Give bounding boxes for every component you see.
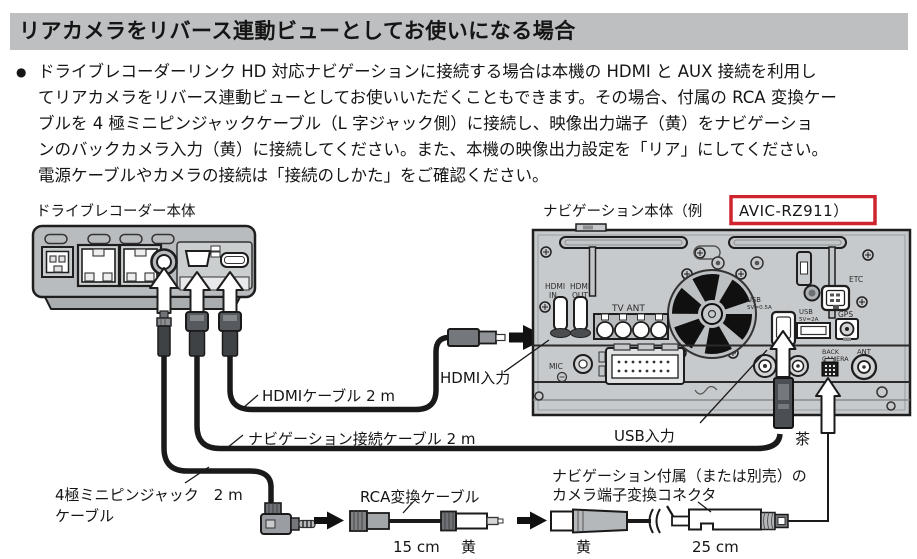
right-arrow-icon (517, 511, 547, 530)
yellow-label: 黄 (576, 538, 591, 556)
svg-text:BACK: BACK (822, 349, 840, 356)
leader-line (242, 394, 259, 409)
right-arrow-icon (314, 511, 344, 530)
svg-text:OUT: OUT (572, 291, 588, 300)
model-highlight-box (729, 194, 877, 226)
leader-line (697, 501, 712, 513)
minijack-cable (156, 310, 274, 505)
yellow-label: 黄 (461, 538, 476, 556)
nav-connect-cable (185, 311, 783, 452)
instruction-line: ンのバックカメラ入力（黄）に接続してください。また、本機の映像出力設定を「リア」… (38, 140, 829, 159)
bracket-clip (796, 251, 812, 286)
hdmi-plug (447, 328, 480, 347)
svg-text:GPS: GPS (838, 310, 853, 319)
svg-text:HDMI: HDMI (545, 282, 565, 291)
nav-cable-label: ナビゲーション接続ケーブル 2 m (248, 430, 476, 448)
svg-text:HDMI: HDMI (570, 282, 590, 291)
svg-text:TV ANT: TV ANT (611, 304, 645, 314)
instruction-text: ● ドライブレコーダーリンク HD 対応ナビゲーションに接続する場合は本機の H… (14, 59, 914, 189)
usb-05a-port: USB 5V=0.5A (747, 296, 797, 347)
camera-connector-label2: カメラ端子変換コネクタ (552, 486, 716, 504)
right-arrow-icon (509, 325, 548, 350)
hdmi-in-port: HDMI IN (545, 282, 571, 338)
drive-recorder-device (31, 224, 257, 314)
ant-port: ANT (850, 348, 878, 381)
wire-connector-block (598, 343, 685, 385)
usb-plug-brown (773, 370, 794, 429)
svg-text:5V=2A: 5V=2A (799, 317, 819, 323)
instruction-line: 電源ケーブルやカメラの接続は「接続のしかた」をご確認ください。 (38, 166, 549, 185)
micro-hdmi-port (220, 252, 249, 268)
svg-text:USB: USB (799, 308, 813, 316)
leader-line (402, 501, 414, 514)
hdmi-cable (218, 311, 506, 413)
hdmi-cable-label: HDMIケーブル 2 m (262, 387, 395, 405)
svg-text:ANT: ANT (857, 348, 872, 356)
nav-unit-label: ナビゲーション本体（例 (543, 203, 702, 220)
usb-input-label: USB入力 (614, 427, 675, 445)
svg-text:MIC: MIC (549, 362, 563, 371)
leader-line (503, 339, 550, 373)
leader-line (226, 434, 244, 449)
instruction-line: てリアカメラをリバース連動ビューとしてお使いいただくこともできます。その場合、付… (38, 88, 837, 107)
gps-port: GPS (835, 310, 859, 341)
rca-conversion-cable (349, 510, 504, 532)
hdmi-out-port: HDMI OUT (570, 282, 591, 338)
up-arrow-icon (769, 330, 797, 378)
power-port (41, 246, 74, 278)
svg-text:USB: USB (747, 296, 761, 304)
nav-unit-device: HDMI IN HDMI OUT TV ANT (531, 223, 912, 417)
cooling-fan (667, 269, 757, 359)
mini-usb-port (184, 250, 212, 267)
brown-label: 茶 (795, 430, 810, 448)
camera-terminal-connector (550, 434, 829, 534)
nav-model-label: AVIC-RZ911） (739, 202, 849, 220)
usb-2a-port: USB 5V=2A (796, 308, 831, 339)
hdmi-input-label: HDMI入力 (440, 369, 510, 387)
tv-ant-port: TV ANT (593, 304, 669, 340)
length-25cm-label: 25 cm (692, 538, 739, 556)
drive-recorder-label: ドライブレコーダー本体 (36, 202, 196, 220)
minijack-cable-label: 4極ミニピンジャック 2 m (55, 486, 243, 504)
minijack-cable-label2: ケーブル (55, 507, 114, 525)
up-arrow-icon (815, 377, 841, 434)
length-15cm-label: 15 cm (393, 538, 440, 556)
instruction-line: ブルを 4 極ミニピンジャックケーブル（L 字ジャック側）に接続し、映像出力端子… (38, 114, 813, 133)
rca-cable-label: RCA変換ケーブル (360, 488, 480, 506)
bullet-icon: ● (16, 65, 27, 79)
svg-text:ETC: ETC (849, 275, 863, 284)
camera-connector-label: ナビゲーション付属（または別売）の (552, 467, 807, 485)
svg-text:IN: IN (549, 291, 557, 300)
connection-diagram: ドライブレコーダー本体 ナビゲーション本体（例 AVIC-RZ911） (0, 194, 917, 559)
l-shaped-minijack-plug (260, 502, 316, 535)
mic-port: MIC (549, 354, 593, 383)
etc-port: ETC (820, 275, 863, 312)
camera-port-1 (76, 243, 121, 288)
back-camera-port: BACK CAMERA (821, 349, 849, 377)
page-title: リアカメラをリバース連動ビューとしてお使いになる場合 (10, 13, 908, 50)
leader-line (184, 466, 210, 484)
leader-line (699, 349, 768, 424)
instruction-line: ドライブレコーダーリンク HD 対応ナビゲーションに接続する場合は本機の HDM… (38, 62, 817, 81)
svg-text:5V=0.5A: 5V=0.5A (747, 305, 772, 311)
antenna-bar (559, 236, 688, 297)
antenna-bar (728, 236, 847, 319)
svg-text:CAMERA: CAMERA (822, 356, 849, 363)
